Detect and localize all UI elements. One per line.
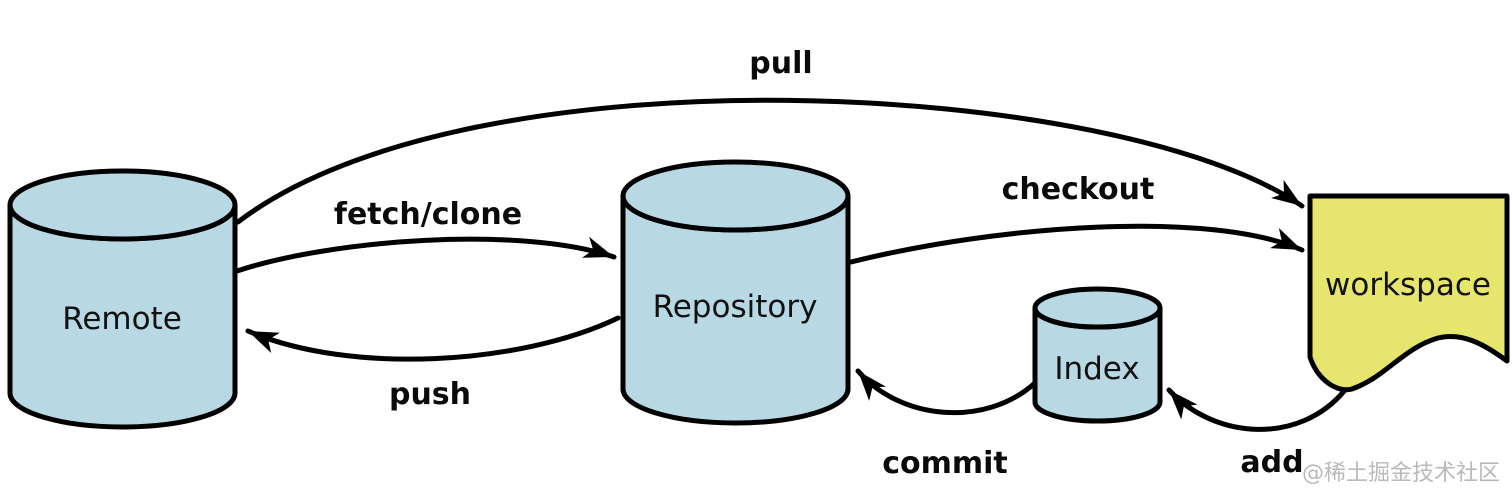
pull-arrow: [235, 97, 1305, 225]
index-cylinder-top: [1032, 286, 1163, 330]
checkout-arrow: [848, 223, 1305, 265]
add-arrow: [1166, 387, 1348, 432]
workspace-document-shape: [1307, 193, 1510, 393]
add-label: add: [1240, 445, 1303, 480]
repository-label: Repository: [653, 289, 818, 325]
edges: [234, 97, 1348, 432]
commit-arrow: [855, 368, 1038, 416]
fetch-clone-arrow: [234, 236, 617, 274]
push-label: push: [389, 377, 471, 412]
pull-label: pull: [749, 46, 812, 81]
repository-cylinder-top: [620, 159, 851, 233]
node-repository: [620, 159, 851, 426]
workspace-label: workspace: [1325, 267, 1491, 303]
index-label: Index: [1054, 351, 1139, 387]
node-remote: [7, 168, 238, 430]
watermark-text: @稀土掘金技术社区: [1302, 461, 1500, 486]
push-arrow: [245, 315, 621, 362]
remote-cylinder-top: [7, 168, 238, 242]
fetch-clone-label: fetch/clone: [334, 197, 522, 232]
checkout-label: checkout: [1002, 172, 1155, 207]
remote-label: Remote: [62, 301, 182, 337]
node-workspace: [1307, 193, 1510, 393]
node-index: [1032, 286, 1163, 424]
commit-label: commit: [882, 446, 1008, 481]
